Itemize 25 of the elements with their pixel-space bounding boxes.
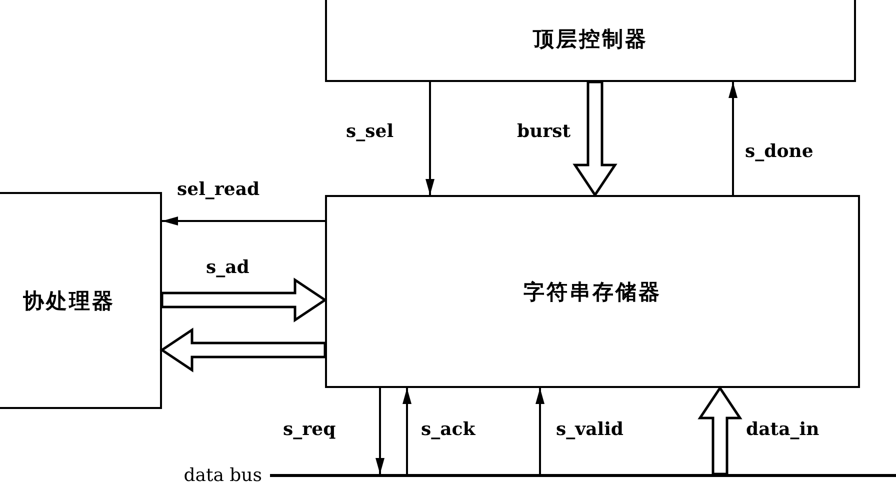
signal-label: s_done — [744, 142, 814, 162]
hollow-bus-arrow — [160, 278, 328, 322]
hollow-bus-arrow — [698, 386, 742, 476]
arrow — [426, 82, 434, 195]
block-box — [325, 195, 860, 388]
signal-label: s_ack — [420, 420, 476, 440]
block-title: 顶层控制器 — [533, 25, 648, 54]
signal-label: s_ad — [205, 258, 250, 278]
block-box — [0, 192, 162, 409]
hollow-bus-arrow — [160, 328, 326, 372]
block-title: 协处理器 — [23, 286, 115, 315]
arrow — [402, 388, 412, 474]
arrow — [162, 216, 325, 226]
signal-label: data_in — [745, 420, 820, 440]
signal-label: sel_read — [176, 180, 261, 200]
bus-label: data bus — [182, 466, 262, 486]
block-box — [325, 0, 856, 82]
bus-line — [270, 474, 896, 477]
signal-label: s_valid — [555, 420, 625, 440]
arrow — [728, 82, 738, 195]
arrow — [376, 388, 384, 474]
signal-label: s_sel — [345, 122, 395, 142]
arrow — [536, 388, 544, 474]
hollow-bus-arrow — [572, 80, 618, 198]
block-title: 字符串存储器 — [524, 278, 662, 306]
